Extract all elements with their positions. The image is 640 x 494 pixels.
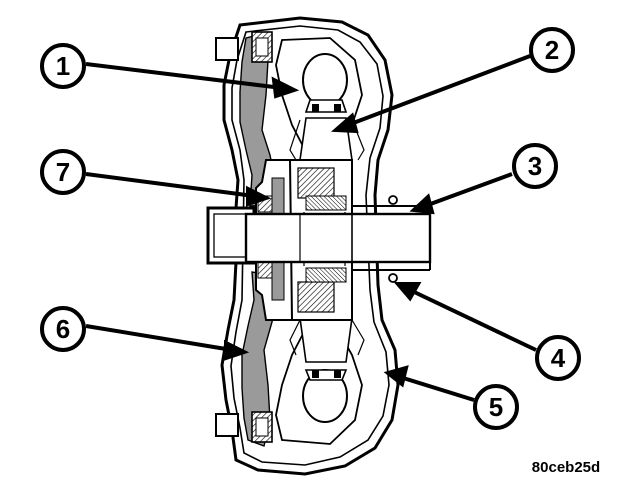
callout-4: 4 xyxy=(535,335,581,381)
leader-arrow-1 xyxy=(85,62,300,99)
leader-arrow-3 xyxy=(409,172,513,215)
callout-3: 3 xyxy=(512,143,558,189)
callout-7-label: 7 xyxy=(56,157,70,187)
leader-arrows xyxy=(85,54,537,402)
torus-upper xyxy=(275,37,365,161)
callout-1: 1 xyxy=(40,43,86,89)
callout-7: 7 xyxy=(40,149,86,195)
callout-3-label: 3 xyxy=(528,151,542,181)
leader-arrow-5 xyxy=(383,365,475,402)
leader-arrow-7 xyxy=(85,172,272,207)
leader-arrow-4 xyxy=(393,282,537,352)
callout-1-label: 1 xyxy=(56,51,70,81)
callout-4-label: 4 xyxy=(551,343,566,373)
leader-arrow-2 xyxy=(330,54,531,134)
callout-2-label: 2 xyxy=(545,35,559,65)
callout-6-label: 6 xyxy=(56,314,70,344)
cover-bolts xyxy=(215,31,273,443)
callout-5: 5 xyxy=(473,384,519,430)
turbine-shaft-hub xyxy=(244,205,432,271)
callout-6: 6 xyxy=(40,306,86,352)
callout-5-label: 5 xyxy=(489,392,503,422)
callout-2: 2 xyxy=(529,27,575,73)
torus-lower xyxy=(275,317,365,445)
figure-code: 80ceb25d xyxy=(532,459,600,476)
drive-hub-seal xyxy=(388,195,398,283)
leader-arrow-6 xyxy=(85,324,250,361)
